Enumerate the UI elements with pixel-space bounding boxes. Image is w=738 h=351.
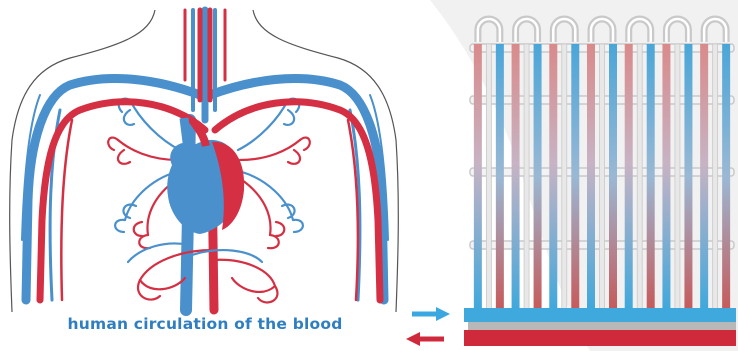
outflow-arrow (406, 332, 444, 346)
radiator-tube (722, 44, 730, 310)
inflow-arrow (412, 307, 450, 321)
radiator-tube (474, 44, 482, 310)
radiator-inlet-manifold (464, 308, 736, 322)
radiator-tube (700, 44, 708, 310)
radiator-tube (571, 44, 579, 310)
radiator-tube (662, 44, 670, 310)
abdominal-vessels (128, 244, 277, 303)
heart-icon (167, 118, 244, 234)
human-circulation-illustration (10, 10, 399, 312)
caption: human circulation of the blood (0, 315, 410, 333)
radiator-outlet-manifold (464, 330, 736, 346)
radiator-tube (534, 44, 542, 310)
radiator-tube (587, 44, 595, 310)
radiator-tube (549, 44, 557, 310)
radiator-tube (496, 44, 504, 310)
radiator-tube (512, 44, 520, 310)
radiator-tube (647, 44, 655, 310)
radiator-tube (609, 44, 617, 310)
radiator-tube (684, 44, 692, 310)
radiator-tube (625, 44, 633, 310)
lung-vessels-right (238, 99, 310, 249)
